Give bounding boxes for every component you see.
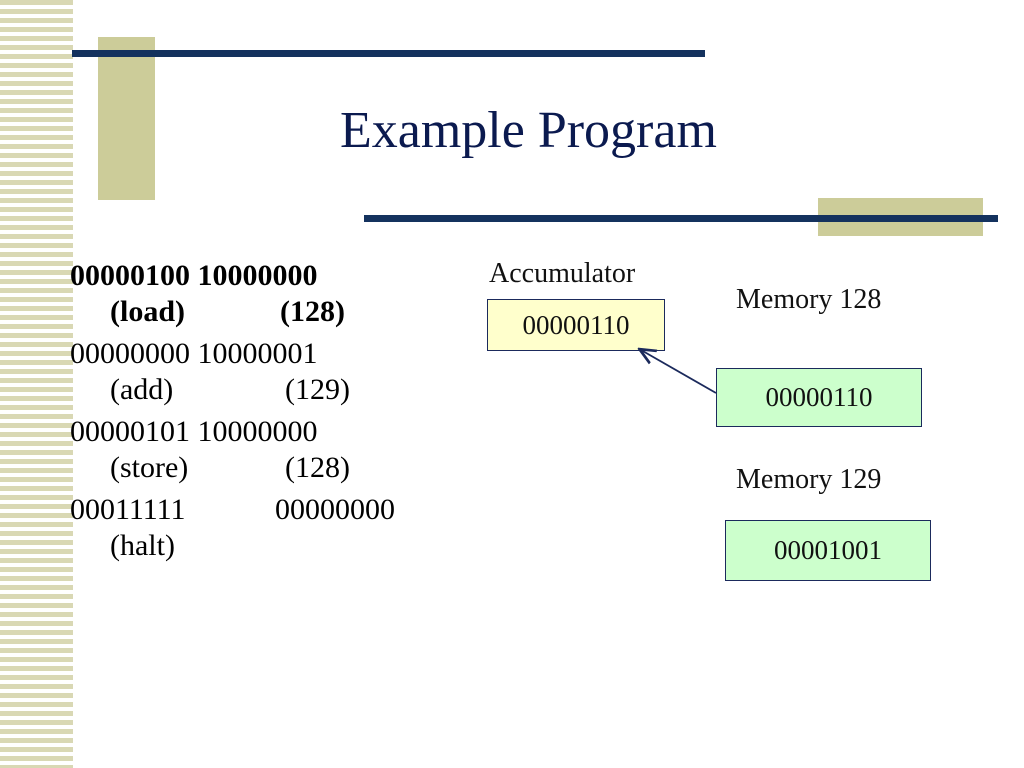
slide-title: Example Program	[340, 102, 717, 159]
instruction-annotation: (halt)	[70, 528, 470, 564]
accumulator-value: 00000110	[522, 309, 630, 340]
memory-129-cell: 00001001	[725, 520, 931, 581]
instruction-add: 00000000 10000001 (add) (129)	[70, 336, 470, 408]
instruction-opcode-name: (add)	[110, 373, 174, 406]
instruction-code: 00000000 10000001	[70, 337, 318, 370]
instruction-halt: 00011111 00000000 (halt)	[70, 492, 470, 564]
instruction-operand-bits: 00000000	[275, 493, 395, 526]
instruction-opcode-name: (store)	[110, 451, 189, 484]
instruction-code: 00000101 10000000	[70, 415, 318, 448]
instruction-store: 00000101 10000000 (store) (128)	[70, 414, 470, 486]
instruction-load: 00000100 10000000 (load) (128)	[70, 258, 470, 330]
memory-128-label: Memory 128	[736, 284, 882, 315]
memory-129-value: 00001001	[774, 535, 882, 565]
instruction-code: 00000100 10000000	[70, 259, 318, 292]
instruction-annotation: (load) (128)	[70, 294, 470, 330]
arrow-memory-to-accumulator	[641, 350, 717, 394]
accumulator-label: Accumulator	[489, 258, 636, 289]
instruction-annotation: (add) (129)	[70, 372, 470, 408]
instruction-opcode-name: (halt)	[110, 529, 175, 562]
memory-128-value: 00000110	[765, 382, 873, 412]
program-listing: 00000100 10000000 (load) (128) 00000000 1…	[70, 258, 470, 570]
instruction-address: (129)	[285, 373, 350, 406]
title-rule-top	[72, 50, 705, 57]
decorative-block-top	[98, 37, 155, 200]
accumulator-register: 00000110	[487, 299, 665, 351]
memory-128-cell: 00000110	[716, 368, 922, 427]
instruction-opcode-name: (load)	[110, 295, 185, 328]
striped-sidebar-decoration	[0, 0, 73, 768]
title-rule-bottom	[364, 215, 998, 222]
instruction-code: 00011111 00000000	[70, 492, 470, 528]
instruction-annotation: (store) (128)	[70, 450, 470, 486]
instruction-address: (128)	[285, 451, 350, 484]
instruction-opcode-bits: 00011111	[70, 493, 186, 526]
memory-129-label: Memory 129	[736, 464, 882, 495]
instruction-address: (128)	[280, 295, 345, 328]
